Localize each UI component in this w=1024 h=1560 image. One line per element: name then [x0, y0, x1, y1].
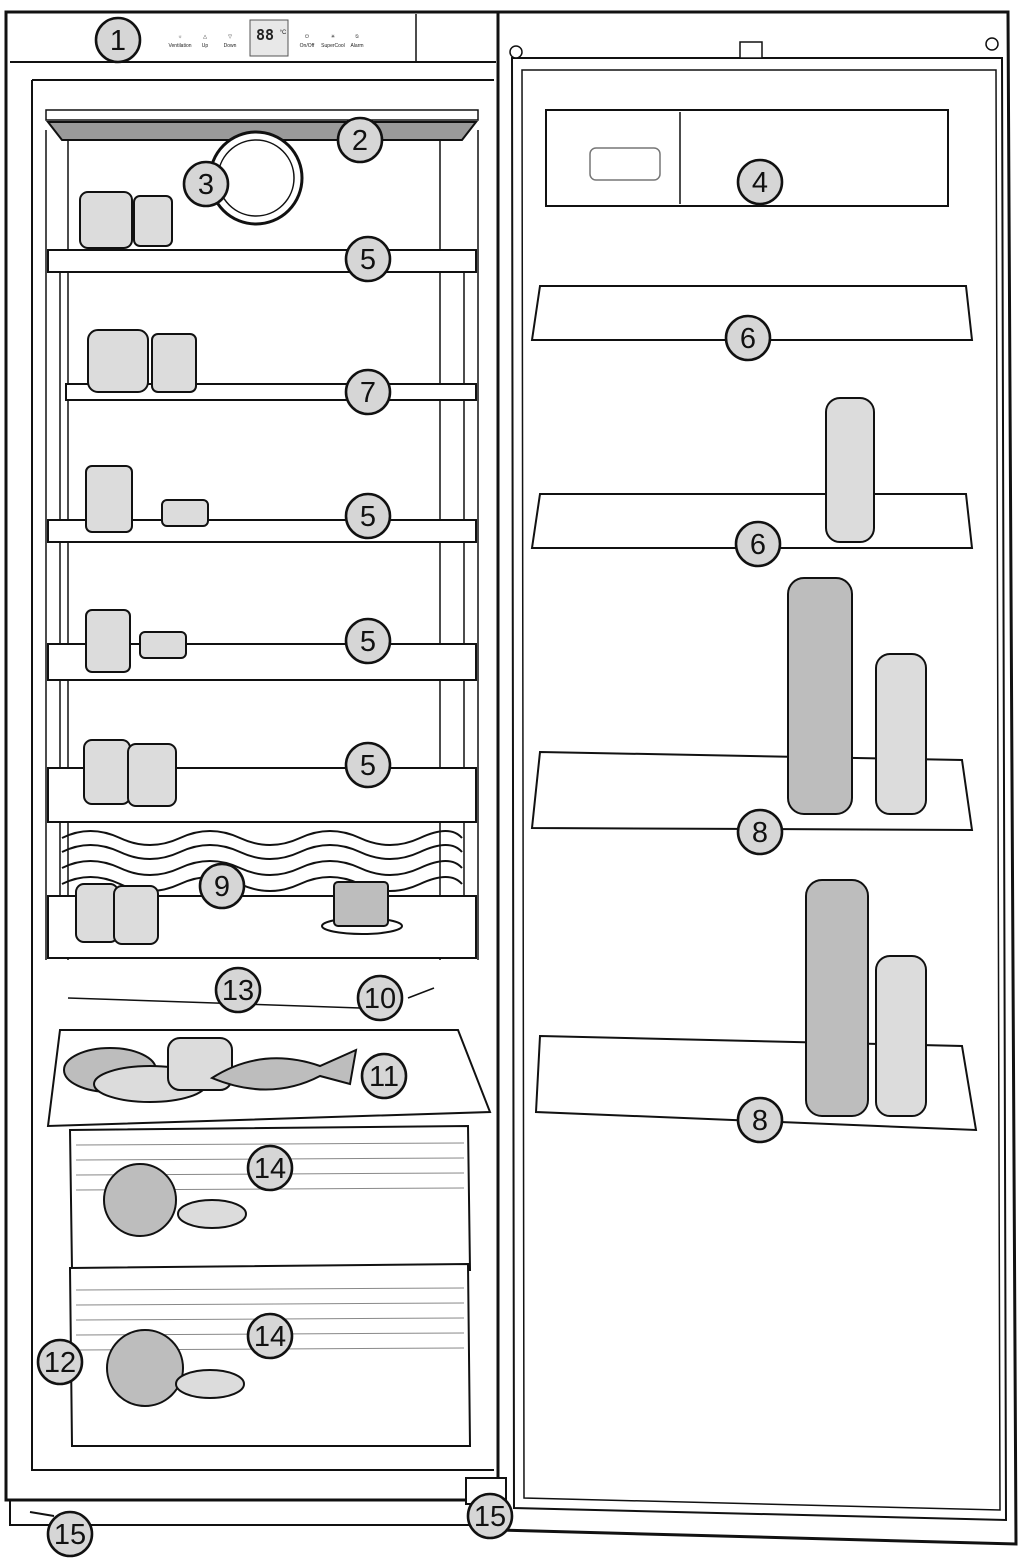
down-label: Down [224, 43, 237, 49]
callout-split-shelf: 7 [344, 368, 392, 416]
triangle-up-icon: △ [203, 34, 207, 40]
callout-number: 2 [352, 125, 368, 157]
callout-door-rack: 6 [724, 314, 772, 362]
callout-circle [182, 160, 230, 208]
callout-circle [736, 808, 784, 856]
door [496, 10, 1018, 1546]
callout-glass-shelf: 11 [360, 1052, 408, 1100]
callout-number: 3 [198, 169, 214, 201]
callout-bottle-rack: 8 [736, 1096, 784, 1144]
hinges [29, 1477, 507, 1517]
callout-circle [344, 235, 392, 283]
bottles [787, 397, 927, 1117]
callout-number: 12 [44, 1347, 76, 1379]
callout-circle [214, 966, 262, 1014]
power-icon: ⏻ [305, 34, 309, 40]
callout-number: 15 [474, 1501, 506, 1533]
callout-control-panel: 1 [94, 16, 142, 64]
bottle-shelf [61, 830, 463, 892]
callout-transport-handle: 15 [46, 1510, 94, 1558]
callout-circle [344, 741, 392, 789]
callout-leveling-foot: 12 [36, 1338, 84, 1386]
fan-icon: ☼ [178, 34, 183, 40]
callout-circle [736, 158, 784, 206]
temperature-display [249, 19, 289, 57]
butter-compartment [545, 109, 949, 207]
callout-circle [724, 314, 772, 362]
callout-shelf: 5 [344, 492, 392, 540]
callout-number: 8 [752, 1105, 768, 1137]
callout-door-rack: 6 [734, 520, 782, 568]
callout-circle [94, 16, 142, 64]
callout-drain: 13 [214, 966, 262, 1014]
callout-number: 13 [222, 975, 254, 1007]
callout-circle [336, 116, 384, 164]
callout-bottle-shelf: 9 [198, 862, 246, 910]
callout-circle [246, 1144, 294, 1192]
callout-circle [734, 520, 782, 568]
callout-door-hinge: 15 [466, 1492, 514, 1540]
alarm-button[interactable]: ⍉ Alarm [350, 34, 363, 49]
callout-shelf: 5 [344, 741, 392, 789]
control-panel: ☼ Ventilation △ Up ▽ Down 88 °C ⏻ On/Off… [168, 19, 364, 57]
callout-number: 14 [254, 1321, 286, 1353]
callout-number: 6 [750, 529, 766, 561]
on-off-button[interactable]: ⏻ On/Off [300, 34, 315, 49]
callout-number: 5 [360, 750, 376, 782]
callout-circle [344, 492, 392, 540]
down-button[interactable]: ▽ Down [224, 34, 237, 49]
callout-circle [736, 1096, 784, 1144]
callout-number: 6 [740, 323, 756, 355]
callout-number: 11 [369, 1061, 399, 1093]
callout-vegetable-drawer: 14 [246, 1144, 294, 1192]
callout-circle [36, 1338, 84, 1386]
supercool-label: SuperCool [321, 43, 345, 49]
callout-rating-plate: 10 [356, 974, 404, 1022]
display-unit: °C [280, 30, 287, 36]
triangle-down-icon: ▽ [228, 34, 232, 40]
callout-bottle-rack: 8 [736, 808, 784, 856]
alarm-off-icon: ⍉ [355, 34, 359, 40]
callout-circle [356, 974, 404, 1022]
callout-number: 8 [752, 817, 768, 849]
callout-number: 5 [360, 501, 376, 533]
up-button[interactable]: △ Up [202, 34, 209, 49]
snowflake-icon: ✳ [331, 34, 335, 40]
callout-shelf: 5 [344, 617, 392, 665]
callout-circle [46, 1510, 94, 1558]
callout-number: 9 [214, 871, 230, 903]
on-off-label: On/Off [300, 43, 315, 49]
callout-circle [360, 1052, 408, 1100]
callout-vegetable-drawer: 14 [246, 1312, 294, 1360]
callout-shelf: 5 [344, 235, 392, 283]
callout-circle [466, 1492, 514, 1540]
callout-number: 1 [110, 25, 126, 57]
callout-number: 10 [364, 983, 396, 1015]
callout-circle [344, 368, 392, 416]
callout-number: 14 [254, 1153, 286, 1185]
callout-number: 4 [752, 167, 768, 199]
display-value: 88 [256, 26, 274, 44]
food-items [75, 191, 403, 945]
callout-fan: 3 [182, 160, 230, 208]
callout-interior-light: 2 [336, 116, 384, 164]
ventilation-button[interactable]: ☼ Ventilation [168, 34, 191, 49]
callout-number: 15 [54, 1519, 86, 1551]
alarm-label: Alarm [350, 43, 363, 49]
callout-number: 5 [360, 244, 376, 276]
callout-number: 5 [360, 626, 376, 658]
ventilation-label: Ventilation [168, 43, 191, 49]
callout-butter-cheese-compartment: 4 [736, 158, 784, 206]
callout-number: 7 [360, 377, 376, 409]
up-label: Up [202, 43, 209, 49]
callout-circle [246, 1312, 294, 1360]
callout-circle [198, 862, 246, 910]
callout-circle [344, 617, 392, 665]
supercool-button[interactable]: ✳ SuperCool [321, 34, 345, 49]
glass-shelf-food [63, 1037, 358, 1103]
